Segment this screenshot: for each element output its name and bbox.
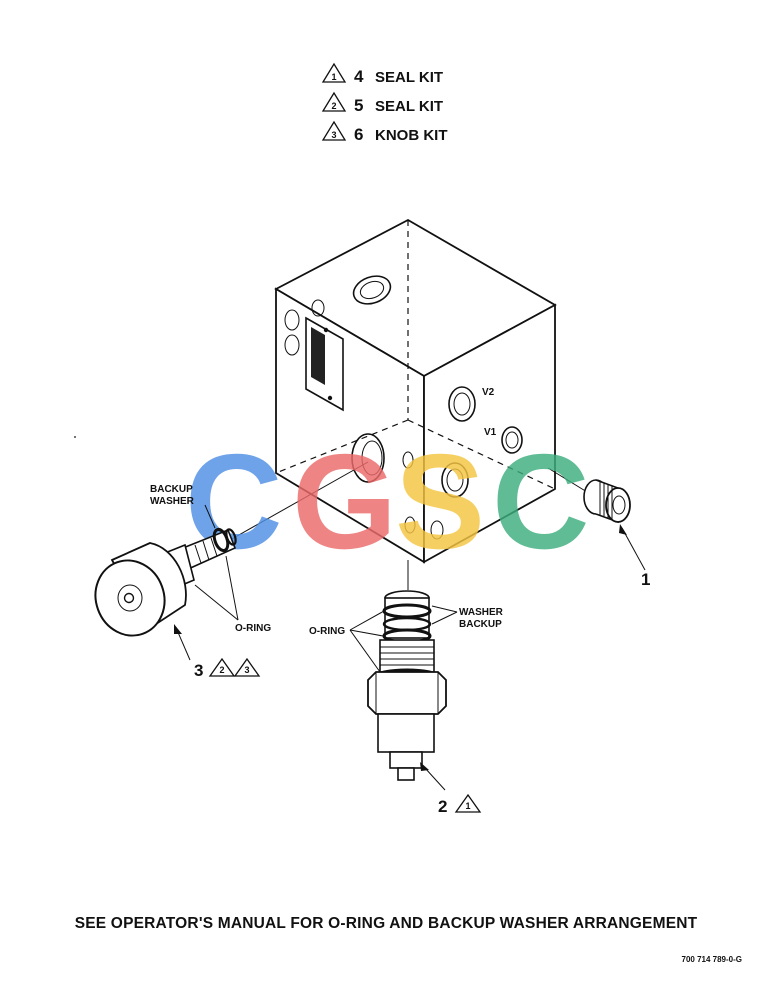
legend-row-2-symbol: 2 (331, 101, 336, 111)
oring-right-label: O-RING (309, 626, 345, 637)
legend-row-3: 3 6 KNOB KIT (321, 120, 448, 144)
port-v2-label: V2 (482, 387, 495, 398)
legend-row-1-text: SEAL KIT (375, 69, 443, 86)
part-2-cartridge (367, 590, 447, 781)
callout-part-2: 2 (438, 797, 447, 816)
legend-row-1-item: 4 (354, 67, 364, 86)
watermark-letter-c2: C (492, 426, 590, 577)
legend-row-1: 1 4 SEAL KIT (321, 62, 443, 86)
callout-part-2-symbol: 1 (465, 801, 470, 811)
oring-left-label: O-RING (235, 623, 271, 634)
legend: 1 4 SEAL KIT 2 5 SEAL KIT 3 6 KNOB KIT (321, 62, 448, 144)
legend-row-3-text: KNOB KIT (375, 127, 448, 144)
watermark-letter-g: G (292, 426, 397, 577)
legend-row-2: 2 5 SEAL KIT (321, 91, 443, 115)
backup-washer-label-line2: WASHER (150, 496, 195, 507)
legend-row-2-item: 5 (354, 96, 363, 115)
watermark-letter-s: S (395, 426, 485, 577)
figure-code: 700 714 789-0-G (681, 955, 743, 964)
valve-block: V2 V1 (274, 218, 557, 564)
legend-row-2-text: SEAL KIT (375, 98, 443, 115)
callout-part-3: 3 (194, 661, 203, 680)
legend-row-3-symbol: 3 (331, 130, 336, 140)
watermark: C G S C (185, 426, 590, 577)
callout-part-3-symbol-b: 3 (244, 665, 249, 675)
washer-label-line1: WASHER (459, 607, 504, 618)
footer-note: SEE OPERATOR'S MANUAL FOR O-RING AND BAC… (74, 915, 698, 932)
part-1-plug (583, 479, 631, 524)
backup-label-line2: BACKUP (459, 619, 502, 630)
name-plate (305, 316, 344, 412)
legend-row-3-item: 6 (354, 125, 363, 144)
port-v1-label: V1 (484, 427, 497, 438)
backup-washer-label-line1: BACKUP (150, 484, 193, 495)
callout-part-1: 1 (641, 570, 650, 589)
part-3-knob-cartridge (94, 527, 237, 637)
legend-row-1-symbol: 1 (331, 72, 336, 82)
callout-part-3-symbol-a: 2 (219, 665, 224, 675)
